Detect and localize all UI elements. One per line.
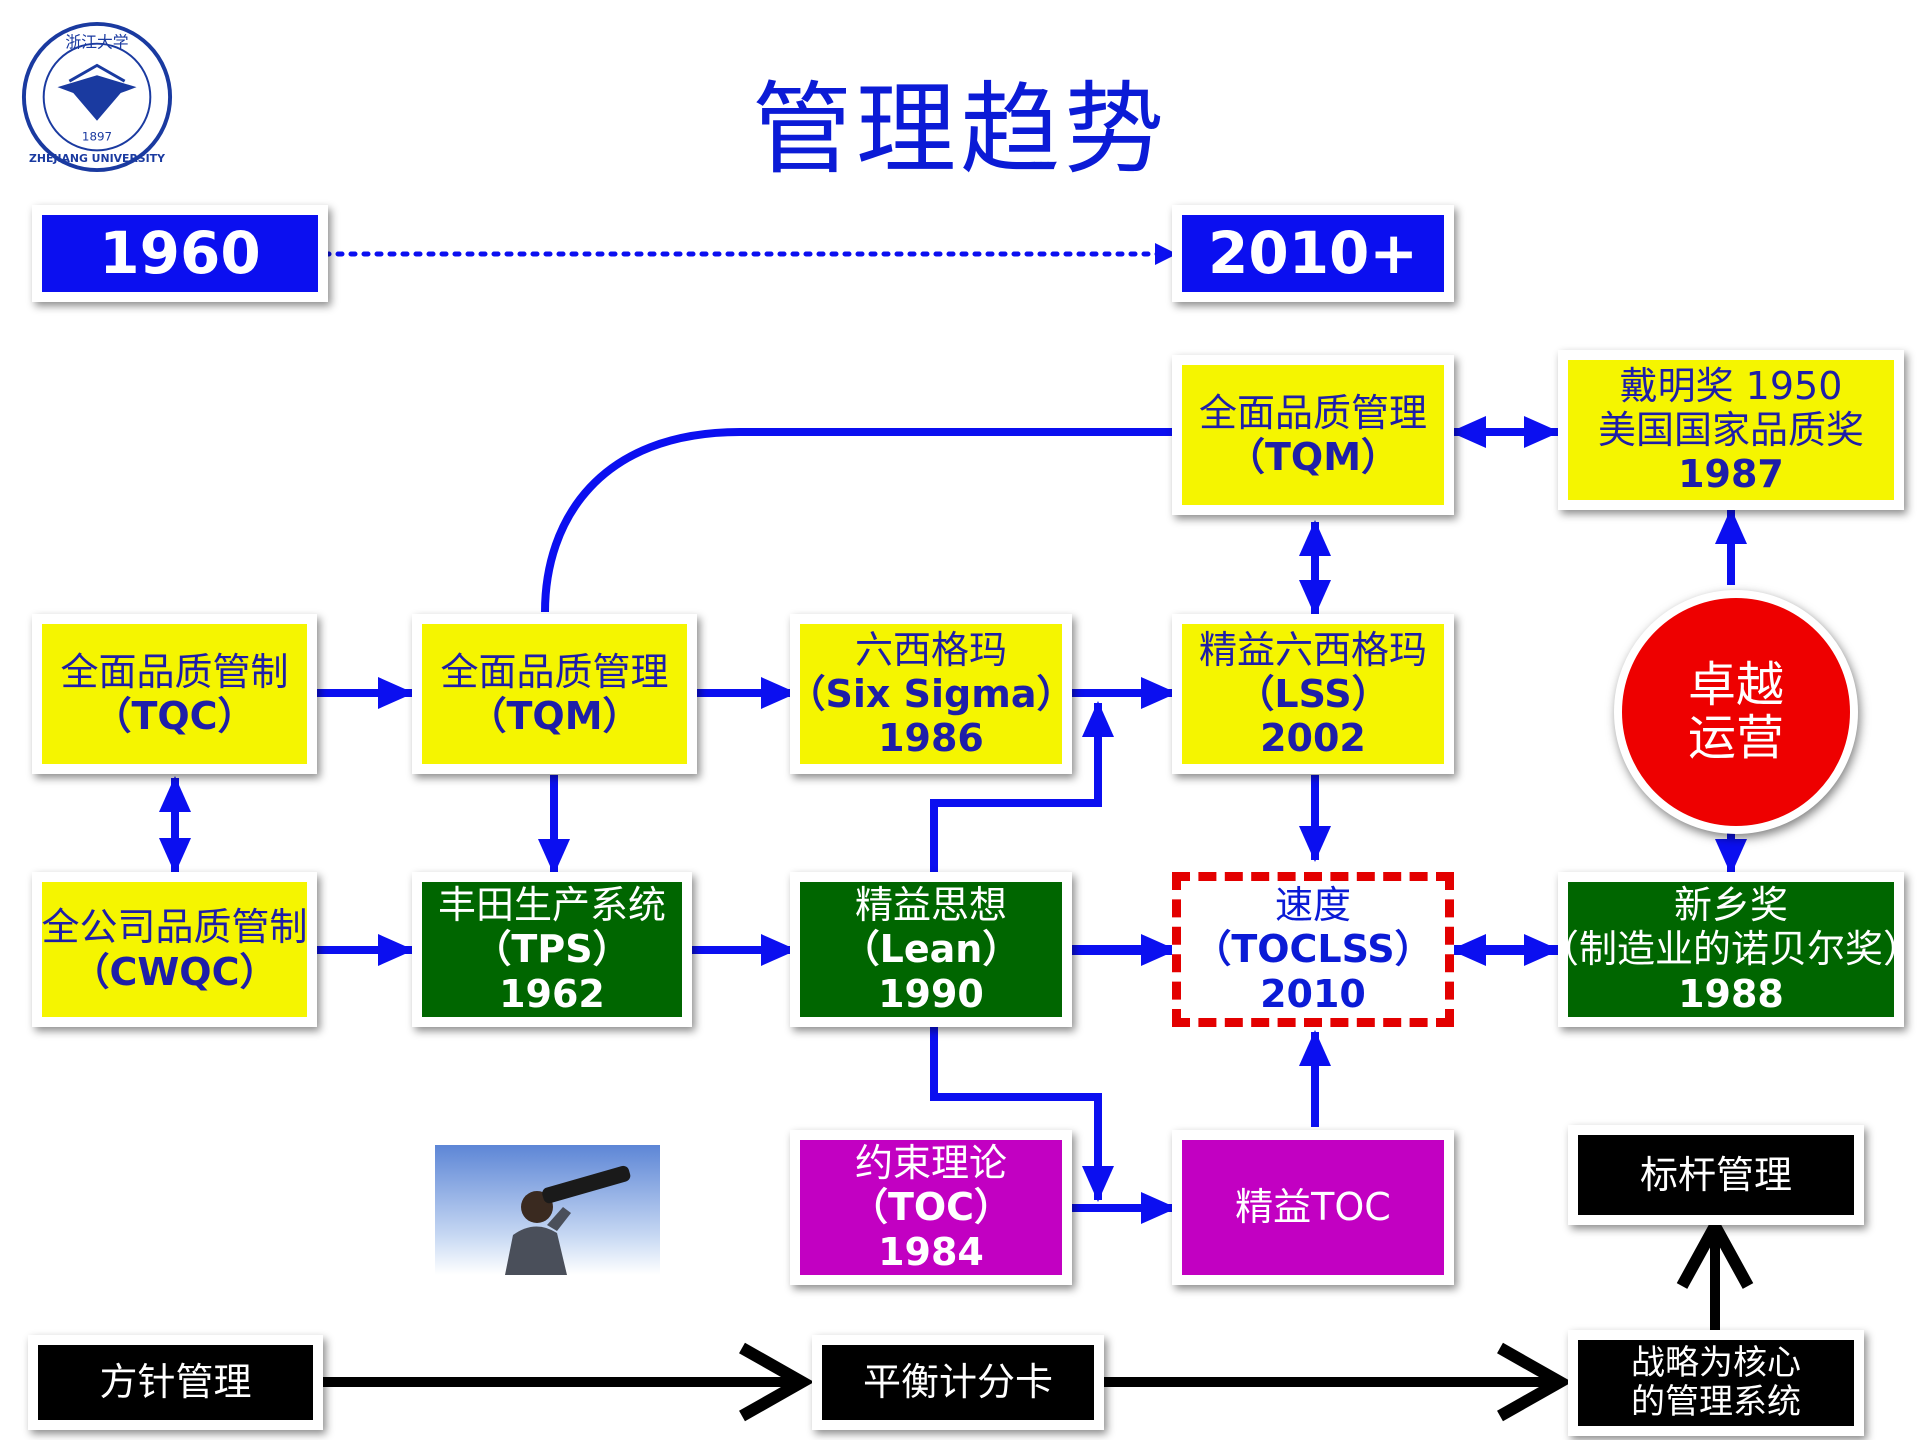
lss-line-3: 2002 (1260, 716, 1366, 761)
deming-line-1: 戴明奖 1950 (1619, 363, 1843, 408)
tqc-line-1: 全面品质管制 (60, 649, 289, 694)
shingo-line-1: 新乡奖 (1673, 883, 1788, 928)
shingo-prize-box: 新乡奖 （制造业的诺贝尔奖） 1988 (1558, 872, 1904, 1027)
tps-line-2: （TPS） (473, 927, 631, 972)
toclss-box: 速度 （TOCLSS） 2010 (1172, 872, 1454, 1027)
benchmark-box: 标杆管理 (1568, 1125, 1864, 1225)
cwqc-line-2: （CWQC） (71, 949, 278, 994)
strategy-line-1: 战略为核心 (1631, 1342, 1801, 1383)
strategy-box: 战略为核心 的管理系统 (1568, 1330, 1864, 1436)
lean-line-3: 1990 (878, 971, 984, 1016)
man-with-telescope-photo (435, 1145, 660, 1275)
logo-name: ZHEJIANG UNIVERSITY (29, 152, 165, 165)
timeline-end-box: 2010+ (1172, 205, 1454, 302)
bsc-box: 平衡计分卡 (812, 1335, 1104, 1430)
lss-box: 精益六西格玛 （LSS） 2002 (1172, 614, 1454, 774)
six-sigma-box: 六西格玛 （Six Sigma） 1986 (790, 614, 1072, 774)
logo-text: 浙江大学 (65, 33, 128, 52)
tqc-box: 全面品质管制 （TQC） (32, 614, 317, 774)
lean-box: 精益思想 （Lean） 1990 (790, 872, 1072, 1027)
toclss-line-3: 2010 (1260, 971, 1366, 1016)
timeline-start-label: 1960 (99, 218, 261, 287)
tqm-mid-line-2: （TQM） (468, 694, 641, 738)
arrowhead-strategy-to-benchmark (1676, 1213, 1754, 1289)
toclss-line-2: （TOCLSS） (1193, 927, 1433, 972)
six-sigma-line-3: 1986 (878, 716, 984, 761)
tps-line-1: 丰田生产系统 (437, 883, 666, 928)
deming-line-3: 1987 (1678, 452, 1784, 497)
cwqc-box: 全公司品质管制 （CWQC） (32, 872, 317, 1027)
tqm-top-line-2: （TQM） (1226, 435, 1400, 479)
shingo-line-3: 1988 (1678, 971, 1784, 1016)
lean-toc-line-1: 精益TOC (1235, 1185, 1391, 1230)
page-title: 管理趋势 (752, 71, 1168, 188)
tqm-top-line-1: 全面品质管理 (1198, 390, 1427, 435)
hoshin-box: 方针管理 (28, 1335, 323, 1430)
tqm-mid-line-1: 全面品质管理 (440, 649, 669, 694)
toc-box: 约束理论 （TOC） 1984 (790, 1130, 1072, 1285)
lean-line-2: （Lean） (841, 927, 1021, 972)
timeline-start-box: 1960 (32, 205, 328, 302)
six-sigma-line-2: （Six Sigma） (790, 671, 1072, 716)
toc-line-2: （TOC） (849, 1185, 1013, 1230)
tqc-line-2: （TQC） (93, 694, 256, 738)
tqm-top-box: 全面品质管理 （TQM） (1172, 355, 1454, 515)
tps-box: 丰田生产系统 （TPS） 1962 (412, 872, 692, 1027)
excellence-line-1: 卓越 (1687, 657, 1784, 714)
toc-line-3: 1984 (878, 1229, 984, 1274)
tqm-mid-box: 全面品质管理 （TQM） (412, 614, 697, 774)
deming-line-2: 美国国家品质奖 (1597, 407, 1864, 452)
elbow-lean-to-leantoc (930, 1027, 1114, 1202)
toc-line-1: 约束理论 (854, 1141, 1007, 1186)
elbow-lean-to-lss (930, 701, 1114, 872)
cwqc-line-1: 全公司品质管制 (41, 905, 308, 950)
operational-excellence-circle: 卓越 运营 (1614, 590, 1858, 834)
shingo-line-2: （制造业的诺贝尔奖） (1558, 927, 1904, 972)
bsc-line-1: 平衡计分卡 (862, 1360, 1053, 1405)
excellence-line-2: 运营 (1687, 710, 1784, 766)
six-sigma-line-1: 六西格玛 (854, 627, 1007, 672)
logo-year: 1897 (82, 129, 112, 143)
tps-line-3: 1962 (499, 971, 605, 1016)
strategy-line-2: 的管理系统 (1631, 1382, 1801, 1422)
lss-line-2: （LSS） (1236, 671, 1390, 716)
benchmark-line-1: 标杆管理 (1639, 1152, 1792, 1197)
arrowhead-bsc-to-strategy (1497, 1342, 1573, 1422)
hoshin-line-1: 方针管理 (99, 1360, 252, 1405)
toclss-line-1: 速度 (1274, 883, 1351, 928)
deming-award-box: 戴明奖 1950 美国国家品质奖 1987 (1558, 350, 1904, 510)
curve-tqm-to-tqm-top (541, 428, 1172, 613)
arrowhead-hoshin-to-bsc (739, 1342, 815, 1422)
lean-toc-box: 精益TOC (1172, 1130, 1454, 1285)
timeline-end-label: 2010+ (1207, 218, 1419, 287)
zhejiang-university-logo: 浙江大学 1897 ZHEJIANG UNIVERSITY (21, 21, 173, 173)
lean-line-1: 精益思想 (854, 883, 1007, 928)
lss-line-1: 精益六西格玛 (1198, 627, 1427, 672)
